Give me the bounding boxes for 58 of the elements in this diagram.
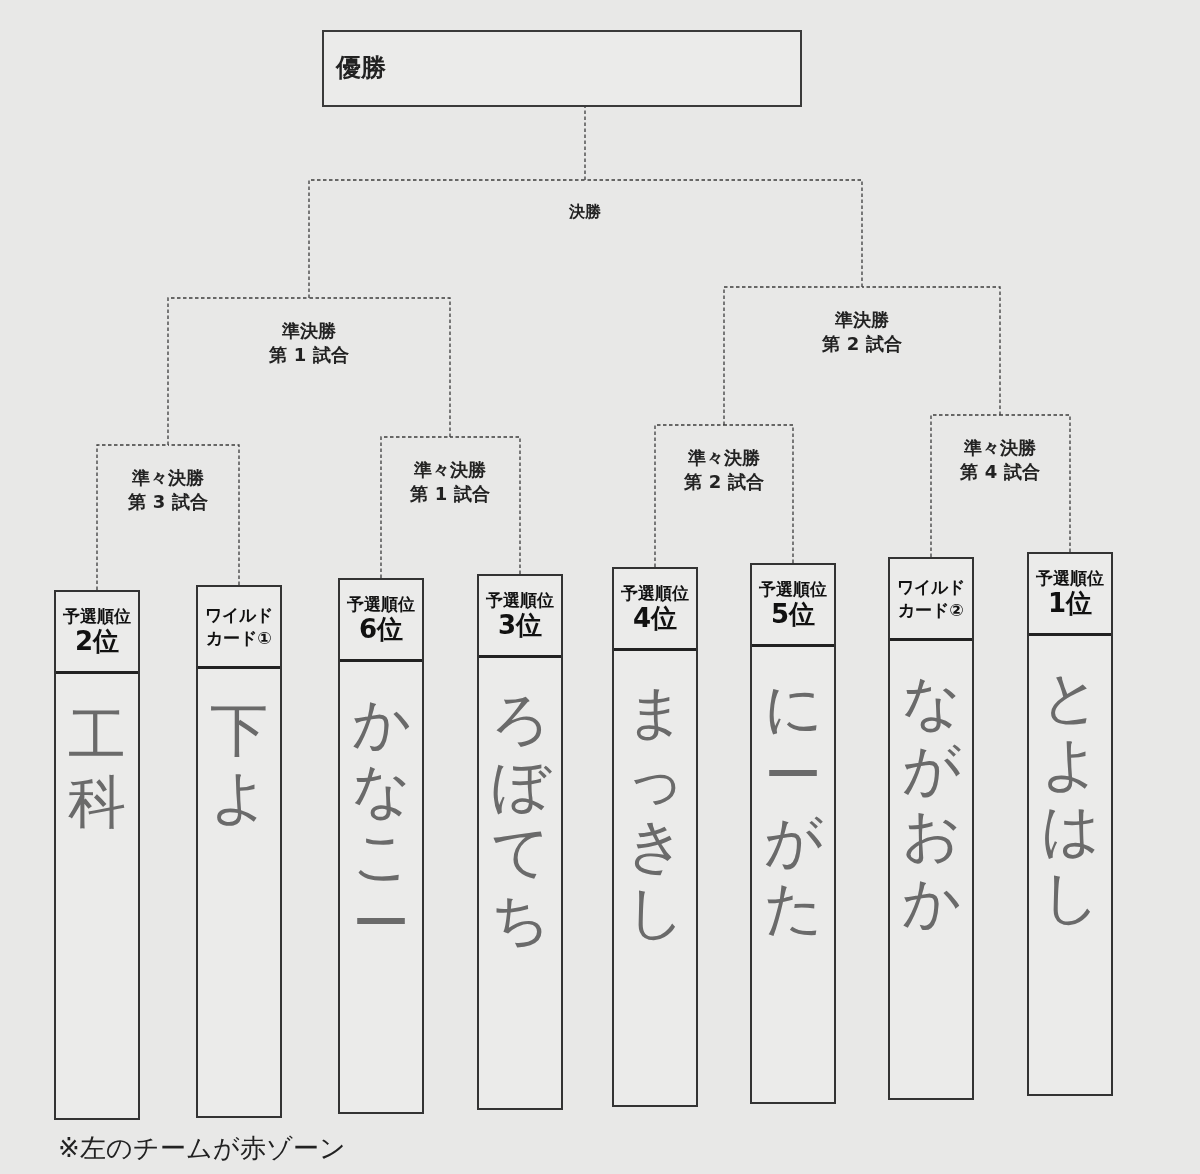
match-label: 準々決勝 <box>688 446 760 470</box>
rank-label: 5位 <box>770 599 816 630</box>
team-column <box>888 557 974 1100</box>
handwritten-team-name: 工科 <box>68 702 126 836</box>
winner-box <box>322 30 802 107</box>
handwritten-team-name: まっきし <box>626 679 684 946</box>
bracket-line <box>380 436 451 579</box>
seed-label: 予選順位 <box>63 606 131 627</box>
rank-label: 1位 <box>1047 588 1093 619</box>
bracket-line <box>999 414 1071 553</box>
match-label: 準々決勝 <box>964 436 1036 460</box>
team-column <box>196 585 282 1118</box>
match-label: 準決勝 <box>282 319 336 343</box>
bracket-line <box>723 424 794 564</box>
bracket-line <box>449 436 521 575</box>
bracket-line <box>930 414 1001 558</box>
bracket-line <box>861 286 1001 416</box>
match-label: 準々決勝 <box>132 466 204 490</box>
team-column <box>338 578 424 1114</box>
team-column <box>477 574 563 1110</box>
seed-label: 予選順位 <box>621 583 689 604</box>
bracket-line <box>167 297 310 446</box>
rank-label: 2位 <box>74 626 120 657</box>
match-label: 準決勝 <box>835 308 889 332</box>
seed-label: 予選順位 <box>1036 568 1104 589</box>
seed-label: 予選順位 <box>486 590 554 611</box>
bracket-line <box>167 444 240 586</box>
team-column <box>54 590 140 1120</box>
match-label: 第 2 試合 <box>684 470 764 495</box>
match-label: 第 4 試合 <box>960 460 1040 485</box>
match-label: 決勝 <box>569 201 601 223</box>
winner-label: 優勝 <box>336 53 386 83</box>
match-label: 第 1 試合 <box>410 482 490 507</box>
bracket-line <box>654 424 725 568</box>
handwritten-team-name: とよはし <box>1041 664 1099 931</box>
seed-label: 予選順位 <box>759 579 827 600</box>
match-label: 第 2 試合 <box>822 332 902 357</box>
rank-label: 3位 <box>497 610 543 641</box>
bracket-line <box>308 179 586 299</box>
handwritten-team-name: かなこー <box>352 690 410 957</box>
rank-label: 4位 <box>632 603 678 634</box>
team-column <box>612 567 698 1107</box>
team-column <box>750 563 836 1104</box>
wildcard-label: ワイルドカード① <box>204 604 274 649</box>
handwritten-team-name: にーがた <box>764 675 822 942</box>
rank-label: 6位 <box>358 614 404 645</box>
match-label: 第 3 試合 <box>128 490 208 515</box>
bracket-line <box>308 297 451 438</box>
team-column <box>1027 552 1113 1096</box>
bracket-line <box>723 286 863 426</box>
bracket-line <box>96 444 169 591</box>
match-label: 準々決勝 <box>414 458 486 482</box>
handwritten-team-name: 下よ <box>210 697 268 831</box>
footnote: ※左のチームが赤ゾーン <box>58 1132 346 1165</box>
handwritten-team-name: ながおか <box>902 669 960 936</box>
seed-label: 予選順位 <box>347 594 415 615</box>
wildcard-label: ワイルドカード② <box>896 576 966 621</box>
match-label: 第 1 試合 <box>269 343 349 368</box>
